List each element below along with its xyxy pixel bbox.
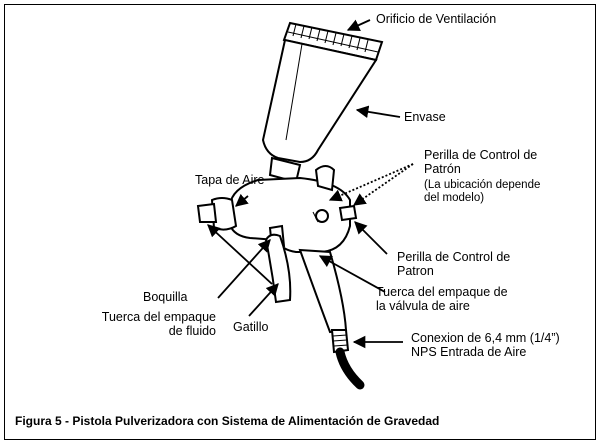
air-hose	[335, 347, 365, 390]
label-fluid-nut-line1: Tuerca del empaque	[101, 310, 216, 324]
label-pattern-control-1-line2: Patrón	[424, 162, 461, 176]
label-location-note-line1: (La ubicación depende	[424, 179, 541, 191]
label-trigger: Gatillo	[233, 320, 269, 334]
label-air-inlet-line2: NPS Entrada de Aire	[411, 345, 527, 359]
label-air-valve-nut-line2: la válvula de aire	[376, 299, 470, 313]
label-pattern-control-2-line1: Perilla de Control de	[397, 250, 511, 264]
label-air-inlet-line1: Conexion de 6,4 mm (1/4”)	[411, 331, 560, 345]
label-location-note-line2: del modelo)	[424, 192, 485, 204]
label-fluid-nut-line2: de fluido	[168, 324, 216, 338]
label-air-valve-nut-line1: Tuerca del empaque de	[376, 285, 508, 299]
label-cup: Envase	[404, 110, 446, 124]
gravity-cup	[261, 21, 384, 164]
figure-caption: Figura 5 - Pistola Pulverizadora con Sis…	[15, 414, 440, 428]
label-pattern-control-1-line1: Perilla de Control de	[424, 148, 538, 162]
gun-body	[196, 156, 358, 354]
label-nozzle: Boquilla	[143, 290, 188, 304]
label-air-cap: Tapa de Aire	[195, 173, 265, 187]
label-pattern-control-2-line2: Patron	[397, 264, 434, 278]
label-vent: Orificio de Ventilación	[376, 12, 497, 26]
leader-lines	[207, 19, 414, 349]
